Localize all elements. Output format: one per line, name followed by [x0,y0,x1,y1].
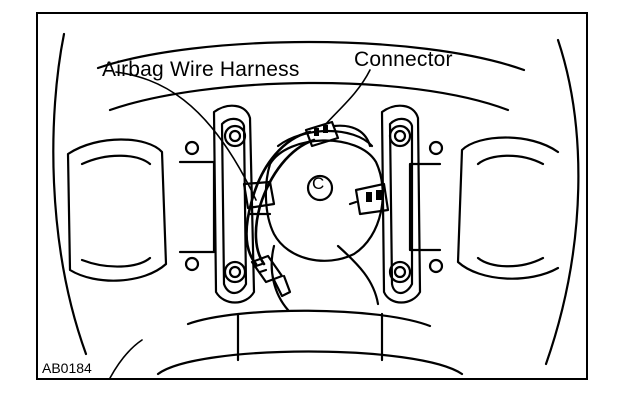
bolt-hole-upper-right [388,124,412,148]
harness-terminal [250,254,284,284]
bolt-hole-lower-right [388,260,412,284]
center-hub [264,139,384,262]
wheel-rim-outer [52,32,88,356]
right-spoke [456,136,560,280]
left-spoke [66,138,168,282]
wheel-rim-outer-right [544,38,580,366]
airbag-wire-harness-label: Airbag Wire Harness [102,58,300,81]
steering-wheel-illustration [52,32,580,378]
wire-harness-bundle [245,130,312,266]
lower-spoke [186,309,432,328]
connector-label: Connector [354,48,453,71]
right-bracket [380,104,422,304]
connector-leader-line [323,69,371,127]
wheel-rim-inner-top [108,81,510,112]
code-leader-line [109,339,143,378]
center-mark-label: C [312,174,325,193]
wheel-rim-top [96,40,526,72]
hub-side-connector [354,182,390,216]
bolt-hole-lower-left [223,260,247,284]
harness-leader-line [115,71,257,201]
left-bracket [212,104,256,304]
hub-center-nut [306,174,334,202]
figure-code: AB0184 [42,360,92,376]
diagram-frame: Airbag Wire Harness Connector C AB0184 [36,12,588,380]
bolt-hole-upper-left [223,124,247,148]
